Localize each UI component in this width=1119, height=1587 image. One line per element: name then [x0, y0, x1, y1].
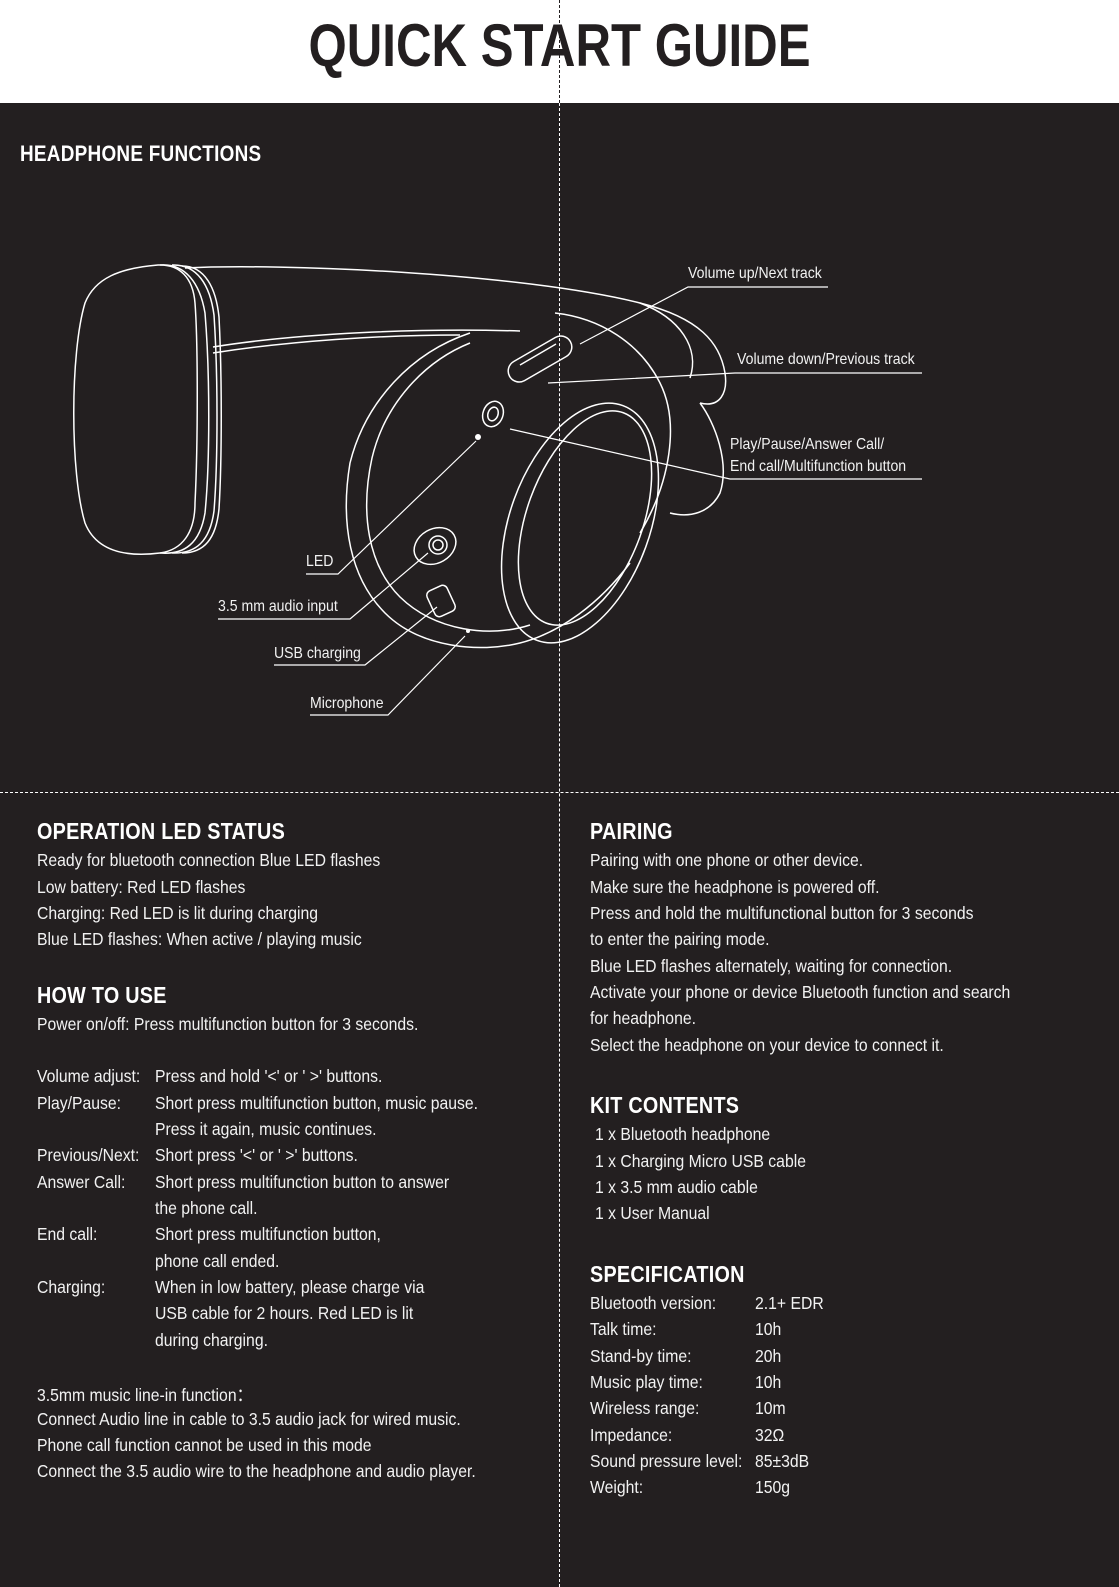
- usage-label: Answer Call:: [37, 1172, 126, 1192]
- how-to-use-heading: HOW TO USE: [37, 982, 167, 1008]
- usage-text: Short press '<' or ' >' buttons.: [155, 1145, 358, 1165]
- usage-text: the phone call.: [155, 1198, 258, 1218]
- usage-text: during charging.: [155, 1330, 268, 1350]
- callout-usb: USB charging: [274, 645, 361, 662]
- led-status-heading: OPERATION LED STATUS: [37, 818, 286, 844]
- led-status-line: Low battery: Red LED flashes: [37, 877, 246, 897]
- usage-label: Charging:: [37, 1277, 106, 1297]
- usage-text: phone call ended.: [155, 1251, 280, 1271]
- pairing-line: Pairing with one phone or other device.: [590, 850, 864, 870]
- pairing-line: Select the headphone on your device to c…: [590, 1035, 944, 1055]
- multifunction-button-shape: [481, 400, 505, 428]
- spec-value: 10h: [755, 1319, 782, 1339]
- spec-label: Music play time:: [590, 1372, 703, 1392]
- kit-item: 1 x Charging Micro USB cable: [595, 1151, 806, 1171]
- fold-line-vertical-top: [559, 0, 560, 103]
- usage-label: End call:: [37, 1224, 98, 1244]
- spec-value: 10h: [755, 1372, 782, 1392]
- usage-text: Short press multifunction button, music …: [155, 1093, 479, 1113]
- pairing-line: for headphone.: [590, 1008, 696, 1028]
- pairing-line: to enter the pairing mode.: [590, 929, 770, 949]
- power-instruction: Power on/off: Press multifunction button…: [37, 1014, 419, 1034]
- spec-value: 20h: [755, 1346, 782, 1366]
- spec-label: Impedance:: [590, 1425, 673, 1445]
- fold-line-vertical: [559, 103, 560, 1587]
- linein-line: Phone call function cannot be used in th…: [37, 1435, 372, 1455]
- callout-play-line2: End call/Multifunction button: [730, 458, 907, 475]
- left-ear-cup: [73, 264, 198, 555]
- callout-volume-up: Volume up/Next track: [688, 265, 822, 282]
- pairing-line: Press and hold the multifunctional butto…: [590, 903, 974, 923]
- usage-text: Press and hold '<' or ' >' buttons.: [155, 1066, 383, 1086]
- kit-item: 1 x Bluetooth headphone: [595, 1124, 771, 1144]
- headphone-illustration: [73, 264, 922, 716]
- right-ear-cushion: [500, 402, 660, 644]
- linein-line: Connect Audio line in cable to 3.5 audio…: [37, 1409, 461, 1429]
- spec-heading: SPECIFICATION: [590, 1261, 745, 1287]
- functions-heading: HEADPHONE FUNCTIONS: [20, 141, 262, 166]
- led-status-line: Ready for bluetooth connection Blue LED …: [37, 850, 381, 870]
- callout-led: LED: [306, 553, 334, 570]
- spec-value: 85±3dB: [755, 1451, 810, 1471]
- linein-title: 3.5mm music line-in function：: [37, 1385, 253, 1405]
- callout-volume-down: Volume down/Previous track: [737, 351, 915, 368]
- spec-value: 150g: [755, 1477, 791, 1497]
- linein-line: Connect the 3.5 audio wire to the headph…: [37, 1461, 476, 1481]
- spec-label: Weight:: [590, 1477, 644, 1497]
- pairing-line: Activate your phone or device Bluetooth …: [590, 982, 1011, 1002]
- callout-audio-input: 3.5 mm audio input: [218, 598, 338, 615]
- spec-label: Stand-by time:: [590, 1346, 692, 1366]
- volume-rocker: [507, 335, 573, 383]
- kit-item: 1 x 3.5 mm audio cable: [595, 1177, 758, 1197]
- kit-heading: KIT CONTENTS: [590, 1092, 740, 1118]
- spec-label: Sound pressure level:: [590, 1451, 743, 1471]
- usage-label: Previous/Next:: [37, 1145, 140, 1165]
- usage-label: Volume adjust:: [37, 1066, 141, 1086]
- usage-label: Play/Pause:: [37, 1093, 122, 1113]
- usage-text: When in low battery, please charge via: [155, 1277, 425, 1297]
- right-ear-cup: [345, 332, 631, 649]
- pairing-line: Blue LED flashes alternately, waiting fo…: [590, 956, 953, 976]
- spec-value: 10m: [755, 1398, 786, 1418]
- callout-microphone: Microphone: [310, 695, 384, 712]
- usage-text: Short press multifunction button to answ…: [155, 1172, 450, 1192]
- led-status-line: Blue LED flashes: When active / playing …: [37, 929, 362, 949]
- spec-value: 32Ω: [755, 1425, 785, 1445]
- fold-line-horizontal: [0, 792, 1119, 793]
- kit-item: 1 x User Manual: [595, 1203, 710, 1223]
- pairing-line: Make sure the headphone is powered off.: [590, 877, 880, 897]
- spec-label: Talk time:: [590, 1319, 657, 1339]
- spec-label: Wireless range:: [590, 1398, 700, 1418]
- callout-play-line1: Play/Pause/Answer Call/: [730, 436, 885, 453]
- usage-text: USB cable for 2 hours. Red LED is lit: [155, 1303, 414, 1323]
- spec-value: 2.1+ EDR: [755, 1293, 824, 1313]
- led-status-line: Charging: Red LED is lit during charging: [37, 903, 319, 923]
- left-ear-cup-rim: [159, 264, 210, 554]
- pairing-heading: PAIRING: [590, 818, 673, 844]
- usage-text: Press it again, music continues.: [155, 1119, 377, 1139]
- spec-label: Bluetooth version:: [590, 1293, 717, 1313]
- usage-text: Short press multifunction button,: [155, 1224, 381, 1244]
